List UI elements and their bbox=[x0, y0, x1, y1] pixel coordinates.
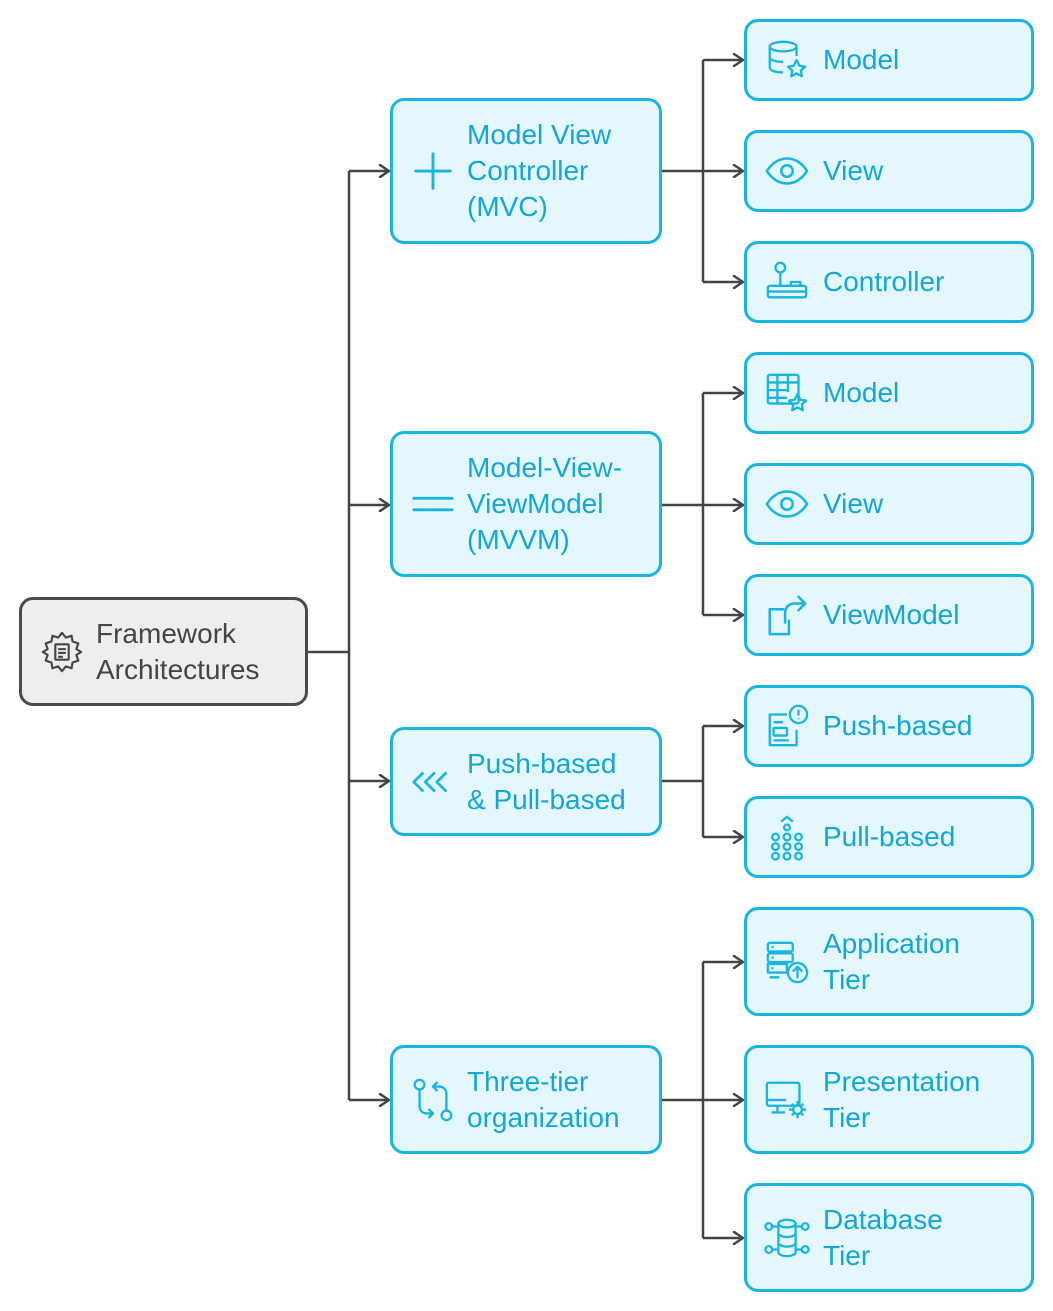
share-arrow-icon bbox=[763, 592, 811, 638]
git-compare-icon bbox=[409, 1077, 457, 1123]
branch-node-mvc: Model View Controller (MVC) bbox=[390, 98, 662, 244]
branch-node-three-tier: Three-tier organization bbox=[390, 1045, 662, 1154]
leaf-node-mvc-view: View bbox=[744, 130, 1034, 212]
leaf-label: Presentation Tier bbox=[823, 1065, 981, 1133]
monitor-gear-icon bbox=[763, 1077, 811, 1123]
leaf-label: Push-based bbox=[823, 710, 973, 741]
leaf-node-presentation-tier: Presentation Tier bbox=[744, 1045, 1034, 1154]
leaf-node-mvc-model: Model bbox=[744, 19, 1034, 101]
root-node-framework-architectures: Framework Architectures bbox=[19, 597, 308, 706]
branch-label-mvc: Model View Controller (MVC) bbox=[467, 119, 612, 222]
dots-grid-up-icon bbox=[763, 814, 811, 861]
leaf-label: Pull-based bbox=[823, 821, 956, 852]
branch-node-mvvm: Model-View- ViewModel (MVVM) bbox=[390, 431, 662, 577]
leaf-label: View bbox=[823, 488, 884, 519]
leaf-node-mvvm-model: Model bbox=[744, 352, 1034, 434]
root-label: Framework Architectures bbox=[96, 617, 260, 685]
leaf-node-mvvm-view: View bbox=[744, 463, 1034, 545]
leaf-node-mvvm-viewmodel: ViewModel bbox=[744, 574, 1034, 656]
server-upload-icon bbox=[763, 939, 811, 985]
branch-label-mvvm: Model-View- ViewModel (MVVM) bbox=[467, 452, 623, 555]
triple-chevron-left-icon bbox=[409, 759, 457, 805]
database-network-icon bbox=[763, 1215, 811, 1261]
eye-icon bbox=[763, 148, 811, 194]
branch-node-push-pull: Push-based & Pull-based bbox=[390, 727, 662, 836]
equals-icon bbox=[409, 481, 457, 527]
alert-card-icon bbox=[763, 703, 811, 749]
plus-icon bbox=[409, 148, 457, 194]
gear-document-icon bbox=[38, 629, 86, 675]
branch-label-push-pull: Push-based & Pull-based bbox=[467, 747, 626, 815]
eye-icon bbox=[763, 481, 811, 527]
leaf-label: Controller bbox=[823, 266, 945, 297]
joystick-icon bbox=[763, 259, 811, 305]
leaf-node-mvc-controller: Controller bbox=[744, 241, 1034, 323]
leaf-label: ViewModel bbox=[823, 599, 960, 630]
table-star-icon bbox=[763, 370, 811, 416]
leaf-label: Application Tier bbox=[823, 927, 960, 995]
leaf-node-application-tier: Application Tier bbox=[744, 907, 1034, 1016]
leaf-node-push-based: Push-based bbox=[744, 685, 1034, 767]
database-star-icon bbox=[763, 37, 811, 83]
branch-label-three-tier: Three-tier organization bbox=[467, 1065, 620, 1133]
leaf-label: Database Tier bbox=[823, 1203, 943, 1271]
leaf-label: Model bbox=[823, 44, 900, 75]
leaf-node-pull-based: Pull-based bbox=[744, 796, 1034, 878]
leaf-label: View bbox=[823, 155, 884, 186]
leaf-node-database-tier: Database Tier bbox=[744, 1183, 1034, 1292]
leaf-label: Model bbox=[823, 377, 900, 408]
